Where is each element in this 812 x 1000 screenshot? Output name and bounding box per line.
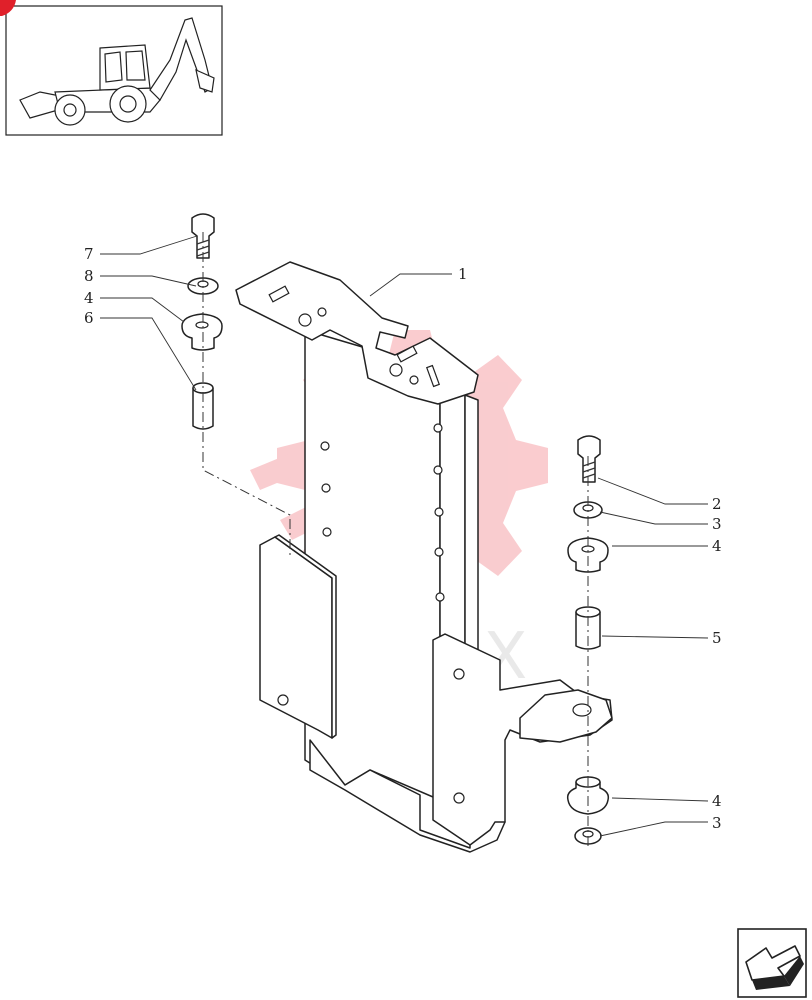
callout-5: 5 — [712, 629, 722, 647]
callout-7: 7 — [84, 245, 94, 263]
assembly-axis — [202, 232, 291, 555]
bush-4-upper — [181, 313, 223, 351]
leader-lines — [100, 235, 709, 837]
bracket-right-plate — [439, 379, 466, 671]
flange-hole — [317, 307, 327, 317]
bracket-assembly — [235, 261, 613, 853]
callout-2: 2 — [712, 495, 722, 513]
callout-6: 6 — [84, 309, 94, 327]
next-page-arrow-icon[interactable] — [737, 928, 807, 998]
callout-1: 1 — [458, 265, 468, 283]
bracket-right-side — [464, 394, 479, 661]
flange-slot — [425, 364, 441, 388]
right-fastener-stack — [566, 435, 610, 850]
flange-slot — [396, 345, 418, 363]
plate-hole — [277, 694, 289, 706]
ear-hole — [572, 703, 592, 717]
callout-8: 8 — [84, 267, 94, 285]
flange-slot — [268, 285, 290, 303]
red-corner-marker-icon — [0, 0, 16, 16]
bracket-ear — [519, 689, 613, 743]
mounting-holes — [320, 423, 445, 602]
bush-4-right — [567, 537, 609, 573]
callout-4: 4 — [84, 289, 94, 307]
left-fastener-stack — [181, 213, 291, 555]
callout-4: 4 — [712, 537, 722, 555]
callout-4: 4 — [712, 792, 722, 810]
bracket-left-plate-edge — [274, 534, 337, 739]
backhoe-loader-icon — [19, 17, 215, 126]
callouts: 7 8 4 6 1 2 3 4 5 4 3 — [84, 245, 722, 832]
flange-hole — [389, 363, 403, 377]
bracket-top-flange — [235, 261, 479, 405]
flange-hole — [409, 375, 419, 385]
callout-3: 3 — [712, 515, 722, 533]
plate-hole — [453, 792, 465, 804]
bolt-2 — [577, 435, 601, 483]
plate-hole — [453, 668, 465, 680]
callout-3: 3 — [712, 814, 722, 832]
flange-hole — [298, 313, 312, 327]
bracket-foot — [309, 739, 506, 853]
thumbnail — [0, 0, 223, 136]
